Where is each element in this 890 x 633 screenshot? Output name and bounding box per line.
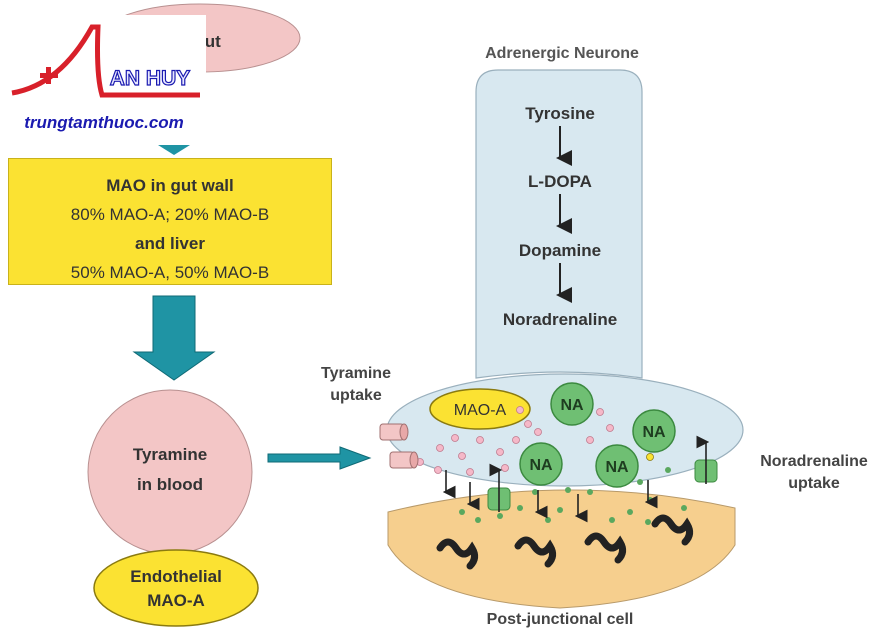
mao-box-line1: MAO in gut wall (106, 176, 234, 195)
terminal-mao-oval (429, 388, 531, 430)
tyramine-blood-line1: Tyramine (133, 445, 207, 464)
na-uptake-line1: Noradrenaline (760, 453, 868, 470)
na-vesicle-label: NA (560, 397, 584, 414)
na-transporter (487, 463, 511, 512)
release-arrows (442, 470, 658, 523)
tyramine-uptake-line1: Tyramine (321, 365, 391, 382)
box-to-blood-arrow (132, 295, 216, 381)
vesicles: NA NA NA NA (519, 382, 676, 488)
mao-box-line2: 80% MAO-A; 20% MAO-B (70, 205, 270, 224)
na-dots (459, 467, 687, 525)
postjunctional-label: Post-junctional cell (487, 611, 634, 628)
endothelial-oval (93, 549, 259, 627)
step-dopamine: Dopamine (519, 241, 601, 260)
na-vesicle-label: NA (529, 457, 553, 474)
endothelial-line1: Endothelial (130, 567, 222, 586)
logo-brand: AN HUY (110, 67, 191, 90)
endothelial-line2: MAO-A (147, 591, 205, 610)
na-vesicle (595, 444, 639, 488)
logo: AN HUY trungtamthuoc.com (0, 15, 206, 145)
tyramine-blood-line2: in blood (137, 475, 203, 494)
mao-gut-liver-box: MAO in gut wall 80% MAO-A; 20% MAO-B and… (8, 158, 332, 285)
logo-graphic: AN HUY trungtamthuoc.com (11, 24, 200, 132)
receptor (584, 532, 627, 564)
mao-box-line4: 50% MAO-A, 50% MAO-B (70, 263, 270, 282)
receptor (651, 514, 694, 546)
tyramine-transporter (379, 423, 419, 469)
step-ldopa: L-DOPA (528, 172, 592, 191)
na-vesicle (550, 382, 594, 426)
logo-site: trungtamthuoc.com (24, 113, 184, 132)
tyramine-dots (416, 406, 614, 476)
na-transporter (694, 435, 718, 484)
tyramine-blood-circle (87, 389, 253, 555)
na-uptake-line2: uptake (788, 475, 840, 492)
neurone-title: Adrenergic Neurone (485, 45, 639, 62)
na-vesicle-label: NA (605, 459, 629, 476)
terminal-mao-label: MAO-A (454, 402, 507, 419)
yellow-dot (646, 453, 654, 461)
na-vesicle (632, 409, 676, 453)
na-vesicle-label: NA (642, 424, 666, 441)
step-noradrenaline: Noradrenaline (503, 310, 617, 329)
receptor (436, 538, 479, 570)
mao-box-line3: and liver (135, 234, 205, 253)
receptors (436, 514, 694, 570)
tyramine-uptake-line2: uptake (330, 387, 382, 404)
na-vesicle (519, 442, 563, 486)
blood-to-terminal-arrow (267, 446, 372, 470)
receptor (514, 536, 557, 568)
step-tyrosine: Tyrosine (525, 104, 595, 123)
